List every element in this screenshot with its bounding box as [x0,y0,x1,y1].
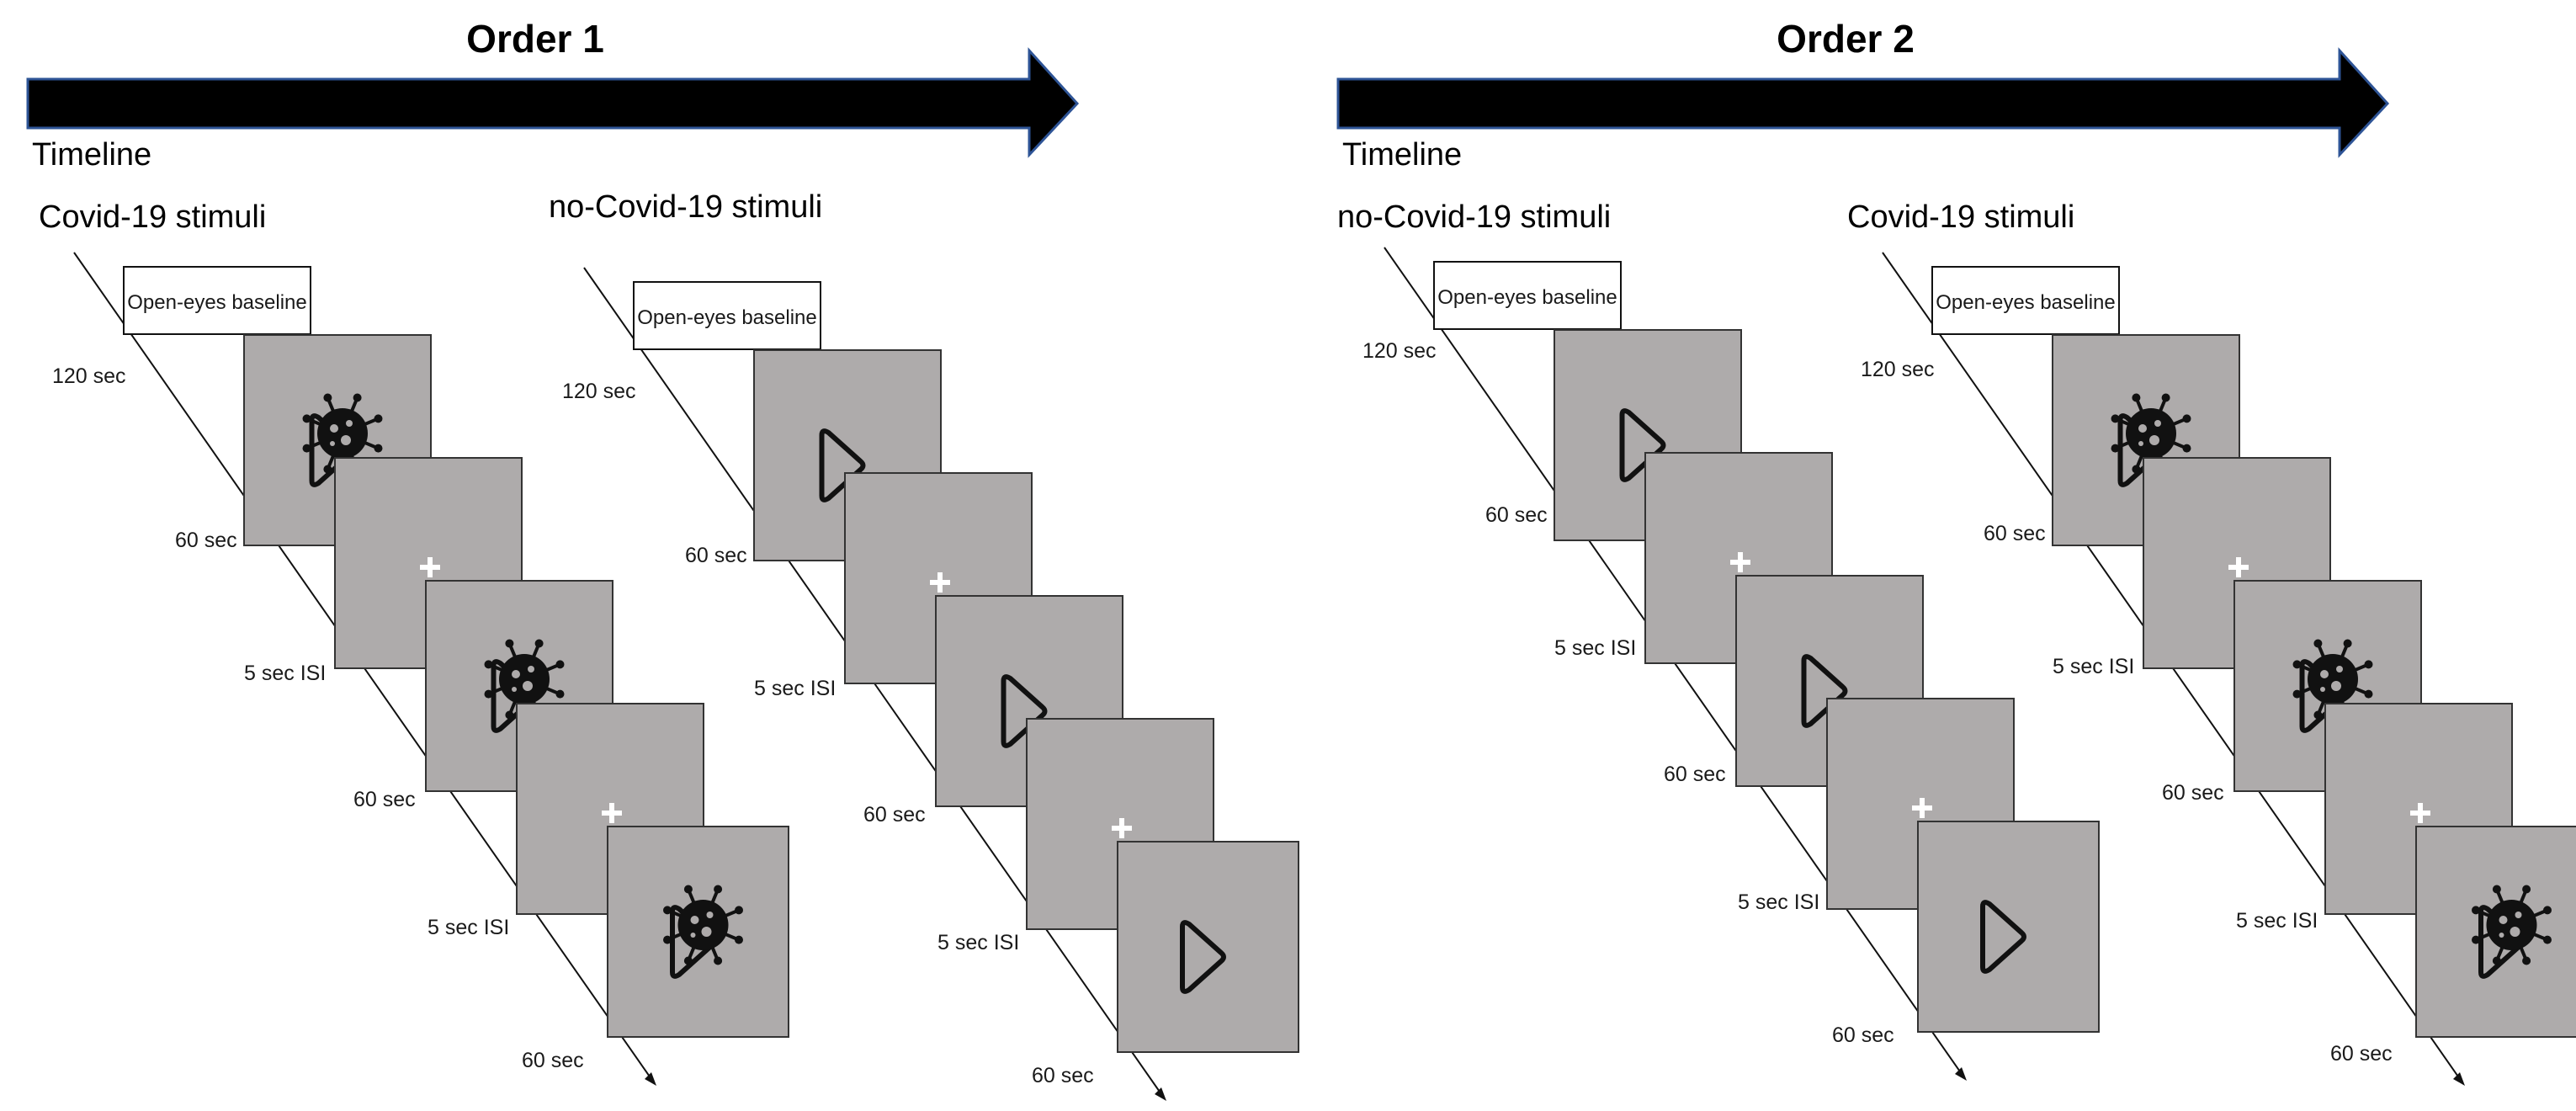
baseline-label: Open-eyes baseline [1437,286,1617,309]
condition-label: no-Covid-19 stimuli [1337,199,1611,235]
fixation-cross-icon [1730,552,1750,572]
duration-label: 60 sec [1664,763,1726,786]
baseline-label: Open-eyes baseline [637,306,816,329]
virus-body [2126,408,2176,459]
baseline-label: Open-eyes baseline [1936,291,2115,314]
time-axis-arrowhead [2453,1072,2465,1086]
play-triangle [1619,408,1666,482]
duration-label: 60 sec [1485,503,1548,527]
timeline-label: Timeline [1342,137,1462,173]
order-title: Order 2 [1777,17,1915,61]
play-icon [819,428,866,502]
duration-label: 5 sec ISI [1738,890,1819,914]
fixation-cross-icon [930,572,950,593]
virus-body [2308,654,2358,704]
duration-label: 60 sec [1832,1023,1894,1047]
fixation-cross-icon [602,803,622,823]
condition-label: Covid-19 stimuli [1847,199,2074,235]
duration-label: 60 sec [175,529,237,552]
fixation-cross-icon [2228,557,2249,577]
fixation-cross-icon [1112,818,1132,838]
virus-spikes [2472,885,2552,965]
virus-body [2486,900,2537,950]
play-triangle [1001,674,1048,748]
duration-label: 120 sec [1362,339,1437,363]
frame-background [1917,821,2100,1033]
play-icon [1180,920,1226,994]
duration-label: 120 sec [52,364,126,388]
duration-label: 60 sec [2162,781,2224,805]
baseline-box [123,266,311,335]
duration-label: 60 sec [1984,522,2046,545]
play-triangle [1801,654,1848,728]
frame-background [1117,841,1299,1053]
duration-label: 5 sec ISI [1554,636,1636,660]
time-axis-arrowhead [645,1072,656,1086]
timeline-arrow [26,47,1080,158]
condition-label: Covid-19 stimuli [39,199,266,235]
virus-spikes [663,885,743,965]
time-axis-arrowhead [1155,1087,1166,1101]
duration-label: 5 sec ISI [428,916,509,939]
duration-label: 60 sec [685,544,747,567]
duration-label: 5 sec ISI [2053,655,2134,678]
play-icon [1619,408,1666,482]
virus-play-icon [484,639,565,733]
virus-play-icon [2472,885,2552,979]
duration-label: 5 sec ISI [244,662,326,685]
virus-body [677,900,729,950]
order-title: Order 1 [466,17,604,61]
fixation-cross-icon [1912,798,1932,818]
stimulus-frame [1117,841,1299,1053]
duration-label: 5 sec ISI [754,677,836,700]
duration-label: 60 sec [1032,1064,1094,1087]
baseline-box [633,281,821,350]
duration-label: 5 sec ISI [937,931,1019,954]
virus-body [317,408,368,459]
timeline-arrow [1336,47,2390,158]
play-triangle [1980,900,2026,974]
duration-label: 5 sec ISI [2236,909,2318,933]
baseline-box [1433,261,1622,330]
play-triangle [819,428,866,502]
time-axis-arrowhead [1955,1067,1967,1081]
duration-label: 60 sec [2330,1042,2393,1066]
duration-label: 60 sec [353,788,416,811]
fixation-cross-icon [2410,803,2430,823]
stimulus-frame [2415,826,2576,1038]
duration-label: 120 sec [562,380,636,403]
duration-label: 60 sec [863,803,926,827]
play-icon [1001,674,1048,748]
play-icon [1801,654,1848,728]
duration-label: 120 sec [1861,358,1935,381]
play-triangle [1180,920,1226,994]
condition-label: no-Covid-19 stimuli [549,189,822,225]
order-2-panel: Order 2 Timeline no-Covid-19 stimuliOpen-e… [1336,17,2576,1086]
duration-label: 60 sec [522,1049,584,1072]
play-icon [1980,900,2026,974]
fixation-cross-icon [420,557,440,577]
stimulus-frame [1917,821,2100,1033]
virus-play-icon [663,885,743,979]
baseline-label: Open-eyes baseline [127,291,306,314]
virus-body [499,654,550,704]
baseline-box [1931,266,2120,335]
timeline-label: Timeline [32,137,151,173]
stimulus-frame [607,826,789,1038]
virus-play-icon [302,393,383,487]
